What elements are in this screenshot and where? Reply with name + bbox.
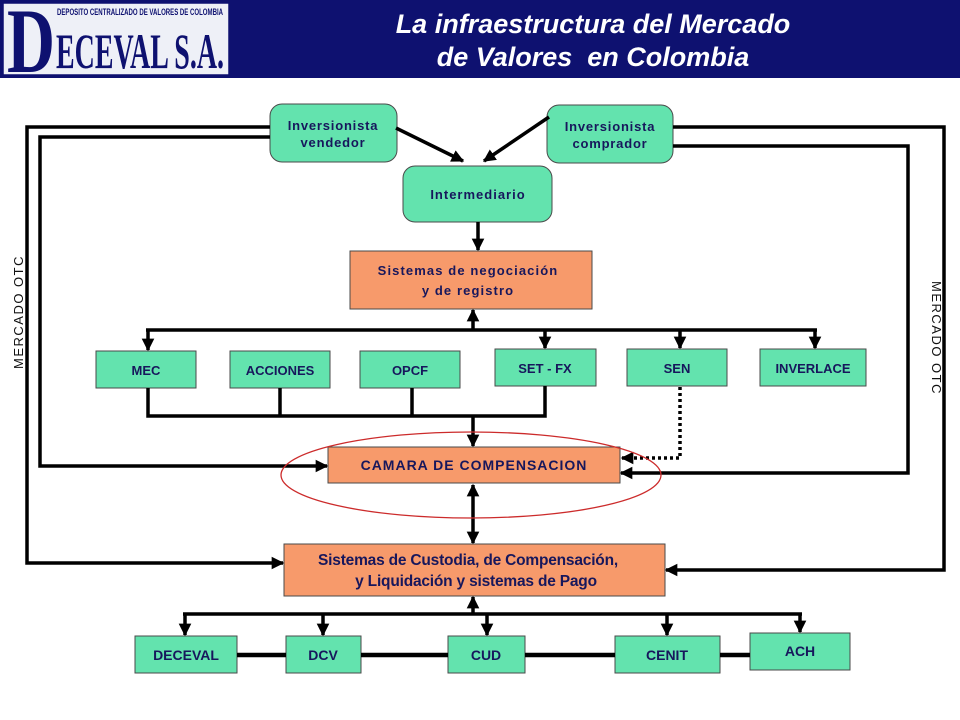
node-box bbox=[359, 350, 461, 389]
node-box bbox=[494, 348, 597, 387]
slide-title-line-1: La infraestructura del Mercado bbox=[396, 9, 791, 39]
node-label: SEN bbox=[664, 361, 691, 376]
node-inversionista-vendedor: Inversionista vendedor bbox=[269, 103, 398, 163]
node-inversionista-comprador: Inversionista comprador bbox=[546, 104, 674, 164]
header-bar: DEPOSITO CENTRALIZADO DE VALORES DE COLO… bbox=[0, 0, 960, 92]
node-label: CENIT bbox=[646, 647, 688, 663]
logo-tagline: DEPOSITO CENTRALIZADO DE VALORES DE COLO… bbox=[57, 7, 223, 17]
node-box bbox=[285, 635, 362, 674]
node-label: ACCIONES bbox=[246, 363, 315, 378]
node-label-line-1: Sistemas de Custodia, de Compensación, bbox=[318, 552, 618, 569]
settlement-system-ach: ACH bbox=[749, 632, 851, 671]
node-box bbox=[546, 104, 674, 164]
node-box bbox=[269, 103, 398, 163]
otc-loop-right-inner-to-camara bbox=[619, 144, 910, 480]
settlement-system-cud: CUD bbox=[447, 635, 526, 674]
node-label-line-1: Inversionista bbox=[565, 119, 656, 134]
settlement-system-deceval: DECEVAL bbox=[134, 635, 238, 674]
node-label: ACH bbox=[785, 643, 815, 659]
node-box bbox=[327, 446, 621, 484]
arrow-comprador-to-intermediario bbox=[482, 115, 550, 163]
node-label: INVERLACE bbox=[775, 361, 850, 376]
trading-system-inverlace: INVERLACE bbox=[759, 348, 867, 387]
deceval-logo: DEPOSITO CENTRALIZADO DE VALORES DE COLO… bbox=[2, 0, 230, 92]
trading-system-opcf: OPCF bbox=[359, 350, 461, 389]
node-box bbox=[229, 350, 331, 389]
side-label-right: MERCADO OTC bbox=[929, 281, 944, 395]
node-box bbox=[134, 635, 238, 674]
settlement-system-cenit: CENIT bbox=[614, 635, 721, 674]
node-label-line-2: vendedor bbox=[301, 135, 366, 150]
node-label-line-2: y Liquidación y sistemas de Pago bbox=[355, 573, 597, 590]
settlement-system-dcv: DCV bbox=[285, 635, 362, 674]
node-label-line-1: Inversionista bbox=[288, 118, 379, 133]
arrow-vendedor-to-intermediario bbox=[395, 126, 465, 163]
node-label: MEC bbox=[132, 363, 162, 378]
sen-dotted-link-to-camara bbox=[620, 387, 682, 465]
trading-collector-bus bbox=[146, 386, 547, 418]
logo-initial: D bbox=[7, 0, 55, 92]
node-box bbox=[614, 635, 721, 674]
otc-loop-left-outer-to-custodia bbox=[25, 125, 285, 570]
trading-system-acciones: ACCIONES bbox=[229, 350, 331, 389]
node-box bbox=[95, 350, 197, 389]
node-box bbox=[626, 348, 728, 387]
trading-system-set-fx: SET - FX bbox=[494, 348, 597, 387]
node-sistemas-custodia: Sistemas de Custodia, de Compensación, y… bbox=[283, 543, 666, 597]
logo-name: ECEVAL S.A. bbox=[56, 23, 224, 79]
otc-loop-left-inner-to-camara bbox=[38, 135, 329, 473]
node-label: CUD bbox=[471, 647, 501, 663]
node-label-line-2: y de registro bbox=[422, 283, 514, 298]
node-label: OPCF bbox=[392, 363, 428, 378]
node-intermediario: Intermediario bbox=[402, 165, 553, 223]
trading-system-sen: SEN bbox=[626, 348, 728, 387]
connectors bbox=[25, 115, 946, 658]
logo-background bbox=[2, 2, 230, 76]
node-box bbox=[749, 632, 851, 671]
node-label-line-2: comprador bbox=[572, 136, 647, 151]
node-label: DCV bbox=[308, 647, 338, 663]
trading-system-mec: MEC bbox=[95, 350, 197, 389]
node-label: SET - FX bbox=[518, 361, 572, 376]
node-box bbox=[759, 348, 867, 387]
side-label-left: MERCADO OTC bbox=[11, 255, 26, 369]
node-label: Intermediario bbox=[430, 187, 525, 202]
node-box bbox=[349, 250, 593, 310]
camara-highlight-ellipse bbox=[280, 431, 662, 519]
slide-title-line-2: de Valores en Colombia bbox=[437, 42, 750, 72]
trading-systems-row: MEC ACCIONES OPCF SET - FX SEN INVERLACE bbox=[95, 348, 867, 389]
node-label: CAMARA DE COMPENSACION bbox=[361, 457, 588, 473]
otc-loop-right-outer-to-custodia bbox=[664, 125, 946, 577]
node-label-line-1: Sistemas de negociación bbox=[378, 263, 559, 278]
node-sistemas-negociacion: Sistemas de negociación y de registro bbox=[349, 250, 593, 310]
node-camara-compensacion: CAMARA DE COMPENSACION bbox=[327, 446, 621, 484]
node-label: DECEVAL bbox=[153, 647, 219, 663]
